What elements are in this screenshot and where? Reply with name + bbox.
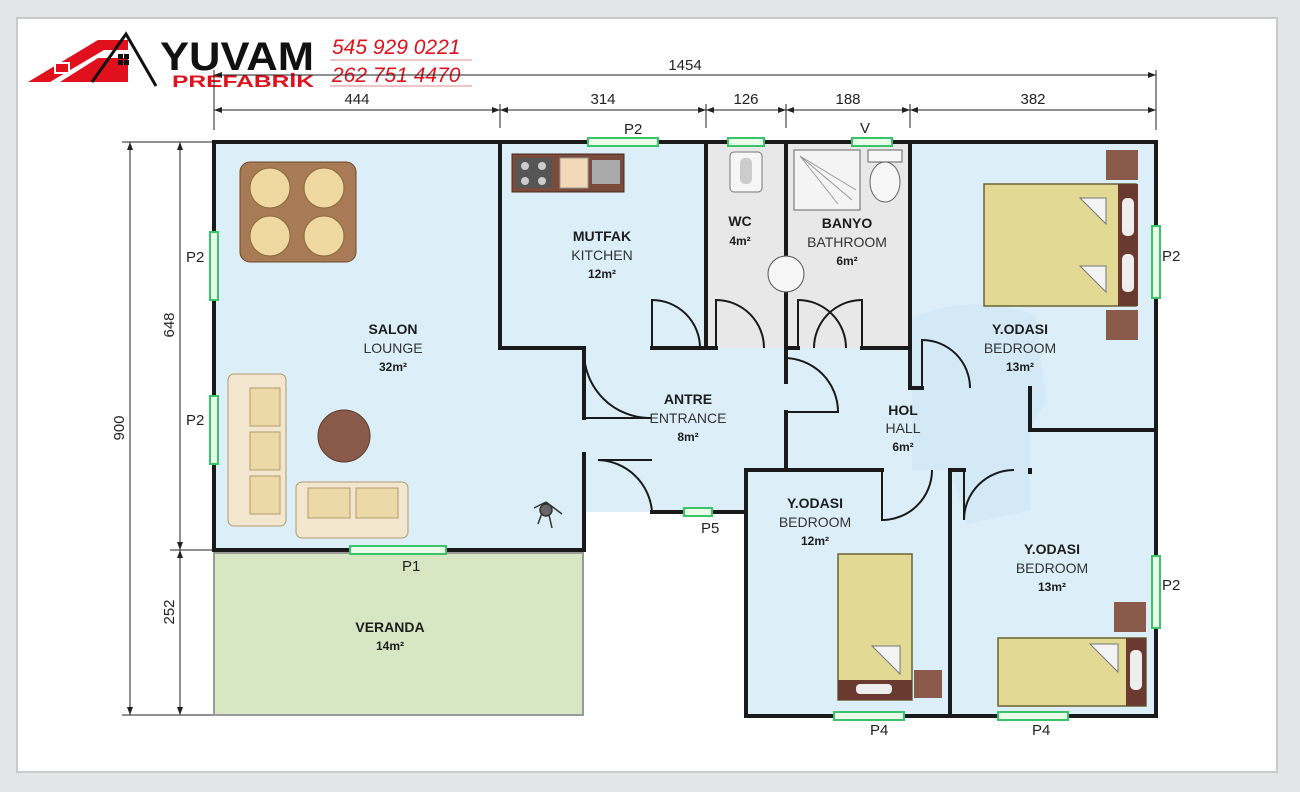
label-door-entry: P5 <box>701 520 719 537</box>
label-door-salon: P1 <box>402 558 420 575</box>
label-window-bedroom-3-bottom: P4 <box>1032 722 1050 739</box>
bed-double-2 <box>997 602 1147 707</box>
brand-name: YUVAM <box>160 35 314 79</box>
salon-name: SALON <box>369 321 418 337</box>
label-window-bedroom-3: P2 <box>1162 577 1180 594</box>
window-bedroom-1 <box>1151 225 1161 299</box>
wc-area: 4m² <box>729 234 750 248</box>
antre-sub: ENTRANCE <box>649 410 726 426</box>
dim-segment-1: 444 <box>344 91 369 108</box>
sofa-short <box>295 481 409 539</box>
antre-area: 8m² <box>677 430 698 444</box>
banyo-sub: BATHROOM <box>807 234 887 250</box>
mutfak-name: MUTFAK <box>573 228 631 244</box>
window-bedroom-3 <box>1151 555 1161 629</box>
dim-total-height: 900 <box>111 415 128 440</box>
phone-1: 545 929 0221 <box>332 36 460 59</box>
bedroom-1-name: Y.ODASI <box>992 321 1048 337</box>
window-bedroom-2-bottom <box>833 711 905 721</box>
dining-table <box>239 161 357 263</box>
plant-icon <box>533 501 563 529</box>
label-window-salon-top: P2 <box>186 249 204 266</box>
bed-single <box>837 553 942 701</box>
dim-segment-3: 126 <box>733 91 758 108</box>
label-window-kitchen: P2 <box>624 121 642 138</box>
toilet-squat-icon <box>729 151 763 193</box>
dim-total-width: 1454 <box>668 57 701 74</box>
dim-vertical-2: 252 <box>161 599 178 624</box>
dim-vertical-1: 648 <box>161 312 178 337</box>
window-bedroom-3-bottom <box>997 711 1069 721</box>
toilet-icon <box>867 149 903 203</box>
salon-area: 32m² <box>379 360 407 374</box>
hol-sub: HALL <box>885 420 920 436</box>
banyo-name: BANYO <box>822 215 873 231</box>
bedroom-2-area: 12m² <box>801 534 829 548</box>
dim-segment-4: 188 <box>835 91 860 108</box>
sink-icon <box>767 255 805 293</box>
mutfak-sub: KITCHEN <box>571 247 632 263</box>
bedroom-1-area: 13m² <box>1006 360 1034 374</box>
salon-sub: LOUNGE <box>363 340 422 356</box>
brand-logo: YUVAM PREFABRİK 545 929 0221 262 751 447… <box>28 31 472 91</box>
label-window-bedroom-2: P4 <box>870 722 888 739</box>
banyo-area: 6m² <box>836 254 857 268</box>
bedroom-3-area: 13m² <box>1038 580 1066 594</box>
bedroom-3-sub: BEDROOM <box>1016 560 1088 576</box>
dim-segment-2: 314 <box>590 91 615 108</box>
door-salon <box>349 545 447 555</box>
mutfak-area: 12m² <box>588 267 616 281</box>
wc-name: WC <box>728 213 751 229</box>
window-wc <box>727 137 765 147</box>
antre-name: ANTRE <box>664 391 712 407</box>
veranda-area-label: 14m² <box>376 639 404 653</box>
windows <box>209 137 1161 721</box>
hol-name: HOL <box>888 402 918 418</box>
door-swings <box>583 298 1015 522</box>
door-entry <box>683 507 713 517</box>
dimension-lines <box>122 70 1157 716</box>
window-salon-top <box>209 231 219 301</box>
dim-segment-5: 382 <box>1020 91 1045 108</box>
label-window-bedroom-1: P2 <box>1162 248 1180 265</box>
bedroom-2-name: Y.ODASI <box>787 495 843 511</box>
window-kitchen <box>587 137 659 147</box>
label-window-bath: V <box>860 120 870 137</box>
window-salon-bottom <box>209 395 219 465</box>
coffee-table <box>317 409 371 463</box>
label-window-salon-bottom: P2 <box>186 412 204 429</box>
sofa-long <box>227 373 287 527</box>
veranda-area <box>213 552 584 716</box>
bedroom-3-name: Y.ODASI <box>1024 541 1080 557</box>
hol-area: 6m² <box>892 440 913 454</box>
veranda-name: VERANDA <box>355 619 424 635</box>
bed-double-1 <box>983 150 1138 340</box>
brand-sub: PREFABRİK <box>172 72 315 91</box>
bedroom-1-sub: BEDROOM <box>984 340 1056 356</box>
kitchen-counter <box>511 153 625 193</box>
window-bath <box>851 137 893 147</box>
shower-icon <box>793 149 861 211</box>
bedroom-2-sub: BEDROOM <box>779 514 851 530</box>
